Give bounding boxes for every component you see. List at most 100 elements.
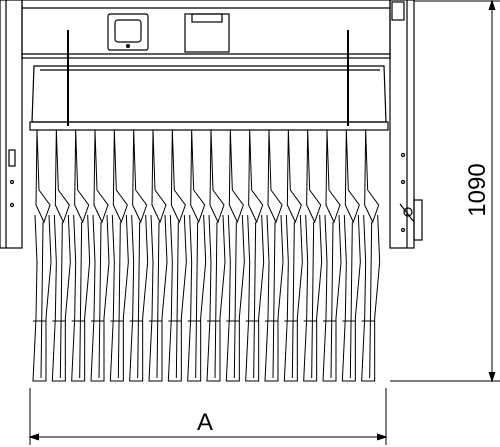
tine (303, 129, 323, 382)
tine-lower (148, 214, 168, 382)
tine-spine (40, 221, 44, 379)
center-bracket-top (191, 13, 223, 23)
tine-spine (59, 221, 63, 379)
tine (109, 129, 129, 382)
tine-upper (209, 129, 225, 224)
machine-frame (0, 0, 423, 249)
width-arrow-right (376, 433, 388, 441)
tine-upper (170, 129, 186, 224)
tine-spine (272, 221, 276, 379)
height-dimension (390, 0, 500, 383)
tine-upper (364, 129, 380, 224)
height-dimension-label: 1090 (464, 163, 491, 216)
tine-spine (195, 221, 199, 379)
tine (361, 129, 381, 382)
tine (129, 129, 149, 382)
tine-spine (175, 221, 179, 379)
left-side-slot (8, 149, 16, 167)
tine-spine (253, 221, 257, 379)
tine-spine (98, 221, 102, 379)
tine-upper (228, 129, 244, 224)
width-arrow-left (28, 433, 40, 441)
width-dimension-label: A (197, 409, 213, 436)
tine (283, 129, 303, 382)
tine-lower (109, 214, 129, 382)
tine-spine (369, 221, 373, 379)
tine-upper (151, 129, 167, 224)
tine-upper (286, 129, 302, 224)
tine-lower (51, 214, 71, 382)
tine (341, 129, 361, 382)
top-beam (21, 0, 391, 59)
right-side-lever (399, 203, 415, 223)
tine (264, 129, 284, 382)
right-side-bolt-4 (403, 207, 413, 217)
tine-upper (35, 129, 51, 224)
height-arrow-bottom (488, 371, 496, 383)
tine (32, 129, 52, 382)
tine-lower (322, 214, 342, 382)
tine-upper (93, 129, 109, 224)
tine-spine (156, 221, 160, 379)
tine-upper (190, 129, 206, 224)
width-dimension (28, 388, 388, 445)
tine-spine (330, 221, 334, 379)
tine-upper (112, 129, 128, 224)
tine-lower (187, 214, 207, 382)
tine-lower (167, 214, 187, 382)
control-box-knob (125, 43, 131, 49)
tine-lower (71, 214, 91, 382)
tine-lower (225, 214, 245, 382)
tine (187, 129, 207, 382)
tine-spine (233, 221, 237, 379)
shield-hood (31, 65, 387, 123)
tine (245, 129, 265, 382)
tine-lower (129, 214, 149, 382)
right-side-bolt-3 (400, 227, 406, 233)
tine-upper (74, 129, 90, 224)
left-side-bolt-2 (9, 202, 15, 208)
tine (148, 129, 168, 382)
tine (51, 129, 71, 382)
tine-group (32, 129, 381, 382)
tine-upper (248, 129, 264, 224)
left-side-plate (0, 0, 23, 249)
tine-lower (32, 214, 52, 382)
tine (167, 129, 187, 382)
tine-lower (283, 214, 303, 382)
tine-lower (245, 214, 265, 382)
tine (225, 129, 245, 382)
height-arrow-top (488, 0, 496, 11)
tine-upper (54, 129, 70, 224)
tine-spine (214, 221, 218, 379)
tine-bar (29, 121, 389, 131)
tine (206, 129, 226, 382)
tine-spine (79, 221, 83, 379)
right-side-bolt-2 (400, 179, 406, 185)
tine-upper (325, 129, 341, 224)
tine-lower (264, 214, 284, 382)
control-box (107, 13, 149, 51)
right-side-top-box (391, 1, 405, 21)
tine (322, 129, 342, 382)
tine-upper (267, 129, 283, 224)
tine-spine (117, 221, 121, 379)
tine-lower (90, 214, 110, 382)
tine-spine (349, 221, 353, 379)
tine-lower (341, 214, 361, 382)
tine-spine (311, 221, 315, 379)
tine-upper (132, 129, 148, 224)
left-side-bolt (9, 179, 15, 185)
right-side-bolt (400, 152, 406, 158)
tine-spine (291, 221, 295, 379)
tine-upper (306, 129, 322, 224)
control-box-window (114, 19, 142, 43)
tine-spine (137, 221, 141, 379)
tine-lower (303, 214, 323, 382)
right-side-mount (413, 199, 423, 241)
right-side-plate (389, 0, 415, 249)
tine-lower (361, 214, 381, 382)
tine-upper (344, 129, 360, 224)
tine (90, 129, 110, 382)
